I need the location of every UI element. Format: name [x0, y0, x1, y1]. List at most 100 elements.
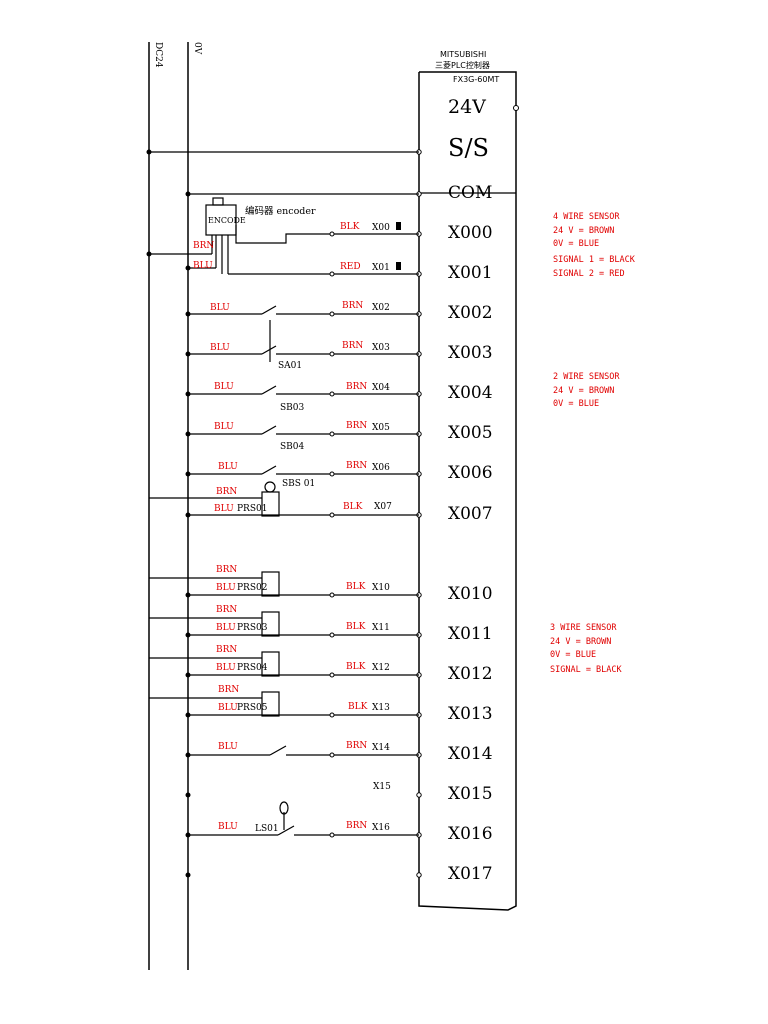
prs01-blu: BLU — [214, 504, 234, 514]
x003-row — [185, 320, 419, 362]
x014-brn: BRN — [346, 741, 367, 751]
x005-brn: BRN — [346, 421, 367, 431]
prs01-brn: BRN — [216, 487, 237, 497]
terminal-x010: X010 — [448, 584, 493, 604]
addr-x02: X02 — [372, 303, 390, 313]
x014-row — [185, 745, 419, 758]
addr-x03: X03 — [372, 343, 390, 353]
terminal-x015: X015 — [448, 784, 493, 804]
prs04-blu: BLU — [216, 663, 236, 673]
x016-brn: BRN — [346, 821, 367, 831]
encoder-box-label: ENCODE — [208, 216, 246, 225]
device-sbs01: SBS 01 — [282, 479, 315, 489]
zero-volt-rail-label: 0V — [192, 42, 202, 55]
svg-text:SIGNAL = BLACK: SIGNAL = BLACK — [550, 665, 623, 675]
plc-name: 三菱PLC控制器 — [435, 60, 490, 70]
x016-row — [185, 801, 419, 838]
svg-text:0V = BLUE: 0V = BLUE — [553, 399, 599, 409]
svg-text:24 V = BROWN: 24 V = BROWN — [553, 386, 614, 396]
x003-brn: BRN — [342, 341, 363, 351]
x011-row — [149, 611, 419, 638]
terminal-x001: X001 — [448, 263, 493, 283]
svg-text:SIGNAL 1 = BLACK: SIGNAL 1 = BLACK — [553, 255, 636, 265]
encoder-blu-label: BLU — [193, 261, 213, 271]
prs03-blu: BLU — [216, 623, 236, 633]
prs04-brn: BRN — [216, 645, 237, 655]
x010-blk: BLK — [346, 582, 366, 592]
terminal-x002: X002 — [448, 303, 493, 323]
addr-x13: X13 — [372, 703, 390, 713]
x012-row — [149, 651, 419, 678]
x000-color: BLK — [340, 222, 360, 232]
x013-row — [149, 691, 419, 718]
svg-text:24 V = BROWN: 24 V = BROWN — [553, 226, 614, 236]
x003-blu: BLU — [210, 343, 230, 353]
svg-text:24 V = BROWN: 24 V = BROWN — [550, 637, 611, 647]
x005-blu: BLU — [214, 422, 234, 432]
prs02-blu: BLU — [216, 583, 236, 593]
addr-x00: X00 — [372, 223, 390, 233]
note-two-wire: 2 WIRE SENSOR 24 V = BROWN 0V = BLUE — [553, 372, 620, 409]
svg-text:2 WIRE SENSOR: 2 WIRE SENSOR — [553, 372, 620, 382]
dc24-rail-label: DC24 — [153, 42, 163, 68]
prs02-brn: BRN — [216, 565, 237, 575]
svg-text:SIGNAL 2 = RED: SIGNAL 2 = RED — [553, 269, 625, 279]
x002-row — [185, 305, 419, 317]
terminal-x011: X011 — [448, 624, 493, 644]
note-four-wire: 4 WIRE SENSOR 24 V = BROWN 0V = BLUE SIG… — [553, 212, 636, 279]
x000-wire — [235, 225, 419, 244]
device-ls01: LS01 — [255, 824, 279, 834]
device-prs04: PRS04 — [237, 663, 268, 673]
encoder-brn-label: BRN — [193, 241, 214, 251]
addr-x01: X01 — [372, 263, 390, 273]
device-prs03: PRS03 — [237, 623, 268, 633]
addr-x15: X15 — [373, 782, 391, 792]
svg-text:3 WIRE SENSOR: 3 WIRE SENSOR — [550, 623, 617, 633]
terminal-x017: X017 — [448, 864, 493, 884]
terminal-24v: 24V — [448, 96, 486, 118]
addr-x10: X10 — [372, 583, 390, 593]
terminal-ss: S/S — [448, 134, 489, 162]
terminal-x003: X003 — [448, 343, 493, 363]
x006-row — [185, 465, 419, 493]
x007-row — [149, 491, 419, 518]
addr-x12: X12 — [372, 663, 390, 673]
addr-x14: X14 — [372, 743, 390, 753]
svg-text:0V = BLUE: 0V = BLUE — [550, 650, 596, 660]
terminal-x012: X012 — [448, 664, 493, 684]
plc-model: FX3G-60MT — [453, 75, 499, 84]
x007-blk: BLK — [343, 502, 363, 512]
x002-brn: BRN — [342, 301, 363, 311]
terminal-x013: X013 — [448, 704, 493, 724]
device-prs02: PRS02 — [237, 583, 267, 593]
x004-row — [185, 385, 419, 397]
x006-blu: BLU — [218, 462, 238, 472]
device-prs05: PRS05 — [237, 703, 268, 713]
terminal-x007: X007 — [448, 504, 493, 524]
addr-x16: X16 — [372, 823, 390, 833]
addr-x05: X05 — [372, 423, 390, 433]
x011-blk: BLK — [346, 622, 366, 632]
x002-blu: BLU — [210, 303, 230, 313]
x005-row — [185, 425, 419, 437]
svg-text:4 WIRE SENSOR: 4 WIRE SENSOR — [553, 212, 620, 222]
x016-blu: BLU — [218, 822, 238, 832]
prs03-brn: BRN — [216, 605, 237, 615]
encoder-label: 编码器 encoder — [245, 205, 316, 217]
terminal-x016: X016 — [448, 824, 493, 844]
device-sb03: SB03 — [280, 403, 305, 413]
addr-x04: X04 — [372, 383, 390, 393]
prs05-blu: BLU — [218, 703, 238, 713]
addr-x07: X07 — [374, 502, 392, 512]
device-sb04: SB04 — [280, 442, 305, 452]
x014-blu: BLU — [218, 742, 238, 752]
svg-text:0V = BLUE: 0V = BLUE — [553, 239, 599, 249]
plc-body — [418, 71, 517, 911]
addr-x11: X11 — [372, 623, 390, 633]
terminal-x004: X004 — [448, 383, 493, 403]
x010-row — [149, 571, 419, 598]
terminal-x006: X006 — [448, 463, 493, 483]
x004-brn: BRN — [346, 382, 367, 392]
note-three-wire: 3 WIRE SENSOR 24 V = BROWN 0V = BLUE SIG… — [550, 623, 623, 675]
